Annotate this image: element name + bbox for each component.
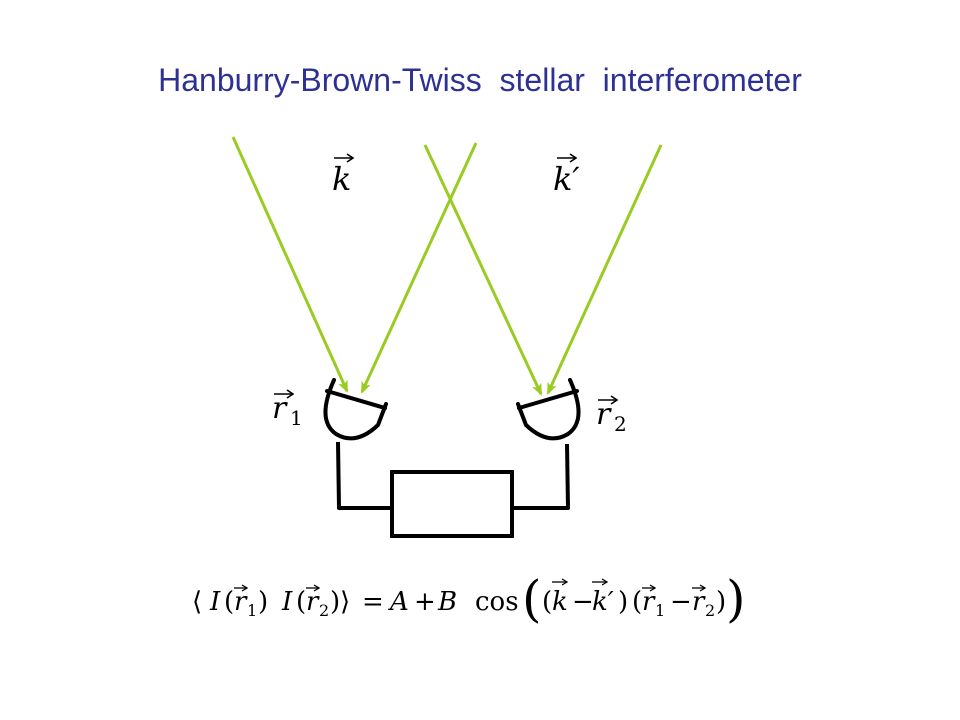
svg-text:): ) [330, 587, 340, 617]
svg-text:k′: k′ [553, 160, 580, 198]
formula-k-prime: k′ [592, 587, 614, 617]
formula-r-4: r [692, 587, 706, 617]
wire-detector-2 [512, 443, 570, 510]
svg-text:2: 2 [614, 412, 627, 436]
beam-kprime-to-detector-2 [546, 144, 663, 395]
svg-text:r: r [272, 391, 288, 426]
formula-sub-3: 1 [655, 601, 665, 620]
svg-text:): ) [618, 587, 628, 617]
svg-text:(: ( [542, 587, 552, 617]
beam-k-to-detector-2 [423, 144, 543, 396]
correlator-box [390, 470, 514, 538]
label-r2: r 2 [596, 395, 627, 436]
svg-text:): ) [258, 587, 268, 617]
svg-text:1: 1 [290, 406, 303, 430]
svg-text:(: ( [224, 587, 234, 617]
slide-title: Hanburry-Brown-Twiss stellar interferome… [158, 62, 802, 98]
svg-text:k: k [332, 160, 351, 198]
formula-minus-1: − [572, 587, 594, 617]
svg-text:r: r [596, 397, 612, 432]
formula-r-1: r [234, 587, 248, 617]
formula-bracket-open: ⟨ [192, 587, 202, 617]
formula-r-3: r [642, 587, 656, 617]
formula-bracket-close: ⟩ [340, 587, 350, 617]
svg-text:(: ( [632, 587, 642, 617]
formula-A: A [388, 587, 409, 617]
formula-sub-2: 2 [319, 601, 329, 620]
formula-k: k [552, 587, 568, 617]
formula-sub-1: 1 [247, 601, 257, 620]
beam-kprime-to-detector-1 [360, 142, 478, 394]
correlation-formula: ⟨ I ( r 1 ) I ( r 2 ) ⟩ = A + B cos ( ( … [192, 570, 746, 628]
svg-text:(: ( [522, 570, 542, 628]
svg-text:(: ( [296, 587, 306, 617]
label-k-prime: k′ [553, 153, 580, 198]
formula-I-2: I [281, 587, 293, 617]
formula-I-1: I [209, 587, 221, 617]
svg-text:): ) [726, 570, 746, 628]
formula-plus: + [414, 587, 436, 617]
beam-k-to-detector-1 [231, 136, 349, 393]
formula-equals: = [362, 587, 384, 617]
label-r1: r 1 [272, 389, 303, 430]
formula-minus-2: − [670, 587, 692, 617]
formula-cos: cos [475, 587, 519, 617]
detector-1 [323, 378, 388, 441]
formula-sub-4: 2 [705, 601, 715, 620]
label-k: k [332, 153, 355, 198]
formula-r-2: r [306, 587, 320, 617]
wire-detector-1 [336, 441, 392, 510]
formula-B: B [437, 587, 457, 617]
svg-text:): ) [716, 587, 726, 617]
detector-2 [516, 378, 581, 441]
